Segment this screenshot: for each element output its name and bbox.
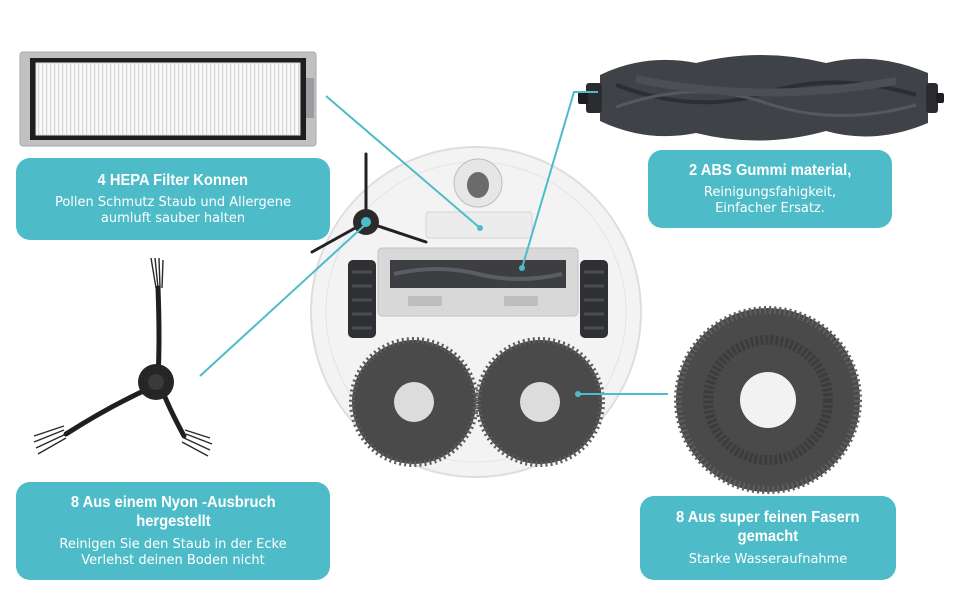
hepa-filter-image [19, 51, 317, 147]
callout-mop-title-line1: 8 Aus super feinen Fasern [676, 509, 860, 526]
callout-rubber-title: 2 ABS Gummi material, [688, 162, 852, 179]
callout-mop-title-line2: gemacht [737, 528, 799, 545]
callout-hepa-title: 4 HEPA Filter Konnen [97, 172, 249, 189]
connector-hepa [325, 95, 481, 229]
side-brush-image [33, 257, 213, 457]
mop-pad-image [674, 306, 862, 494]
rubber-brush-image [578, 55, 944, 141]
callout-hepa-line1: Pollen Schmutz Staub und Allergene [54, 195, 292, 210]
callout-hepa-line2: aumluft sauber halten [100, 211, 246, 226]
connector-sidebrush [199, 223, 367, 377]
callout-mop: 8 Aus super feinen Fasern gemacht Starke… [640, 496, 896, 580]
robot-vacuum-image [310, 146, 642, 478]
callout-rubber-line2: Einfacher Ersatz. [715, 201, 825, 216]
callout-sidebrush-title-line2: hergestellt [135, 513, 211, 530]
callout-sidebrush-title-line1: 8 Aus einem Nyon -Ausbruch [70, 494, 276, 511]
callout-sidebrush: 8 Aus einem Nyon -Ausbruch hergestellt R… [16, 482, 330, 580]
callout-mop-line1: Starke Wasseraufnahme [688, 552, 848, 567]
callout-sidebrush-line1: Reinigen Sie den Staub in der Ecke [59, 537, 287, 552]
connector-rubber [521, 91, 598, 269]
callout-sidebrush-line2: Verlehst deinen Boden nicht [81, 553, 265, 568]
callout-rubber: 2 ABS Gummi material, Reinigungsfahigkei… [648, 150, 892, 228]
callout-rubber-line1: Reinigungsfahigkeit, [703, 185, 837, 200]
callout-hepa: 4 HEPA Filter Konnen Pollen Schmutz Stau… [16, 158, 330, 240]
